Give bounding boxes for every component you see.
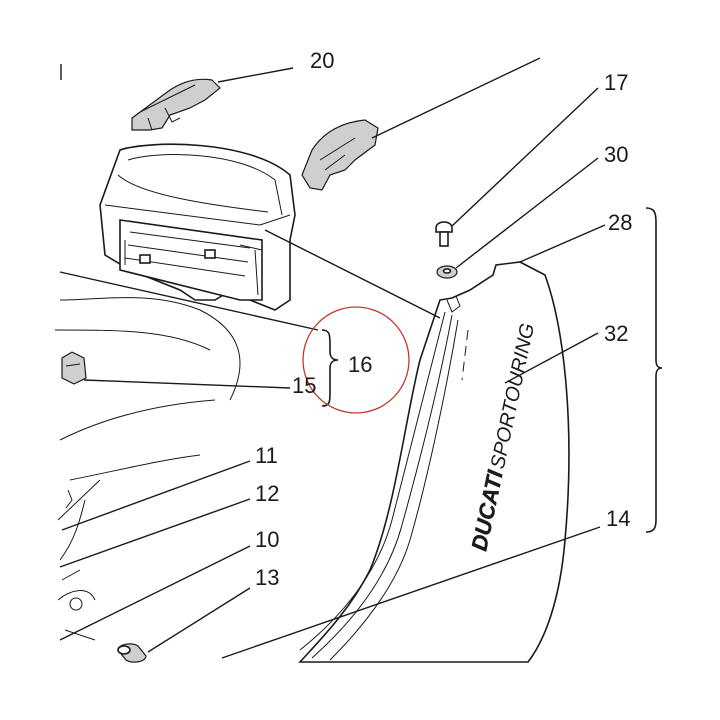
- leader-32: [504, 332, 599, 384]
- leader-12: [59, 498, 251, 568]
- callout-labels: 20 17 30 28 32 16 15 11 12 10 14 13: [255, 48, 632, 590]
- leader-20b: [371, 57, 541, 139]
- callout-32: 32: [604, 321, 628, 346]
- brace-16: [321, 329, 339, 407]
- side-fairing-panel: [298, 261, 570, 663]
- brace-28-14: [645, 207, 663, 533]
- leader-16-upper: [264, 229, 441, 319]
- leader-10: [59, 545, 251, 641]
- leader-13: [147, 587, 251, 653]
- leader-20a: [217, 67, 294, 83]
- callout-30: 30: [604, 142, 628, 167]
- leader-28: [519, 224, 606, 263]
- leader-15: [83, 379, 291, 389]
- callout-15: 15: [292, 373, 316, 398]
- screw-17: [435, 221, 453, 247]
- callout-13: 13: [255, 565, 279, 590]
- leader-16-lower: [59, 271, 319, 331]
- leader-11: [61, 460, 251, 531]
- mirror-cover-right: [301, 119, 379, 191]
- mirror-cover-left: [131, 78, 221, 131]
- clip-part-15: [61, 351, 87, 385]
- callout-14: 14: [606, 506, 630, 531]
- highlight-circle: [302, 306, 410, 414]
- leader-14: [221, 526, 601, 659]
- washer-30: [436, 265, 458, 279]
- callout-16: 16: [348, 352, 372, 377]
- callout-11: 11: [255, 443, 278, 468]
- callout-17: 17: [604, 70, 628, 95]
- leader-30: [455, 157, 599, 269]
- callout-28: 28: [608, 210, 632, 235]
- callout-12: 12: [255, 481, 279, 506]
- bushing-13: [117, 643, 147, 663]
- leader-17: [451, 87, 599, 227]
- callout-20: 20: [310, 48, 334, 73]
- leader-lines: [59, 57, 606, 659]
- callout-10: 10: [255, 527, 279, 552]
- instrument-panel-assembly: [54, 143, 296, 641]
